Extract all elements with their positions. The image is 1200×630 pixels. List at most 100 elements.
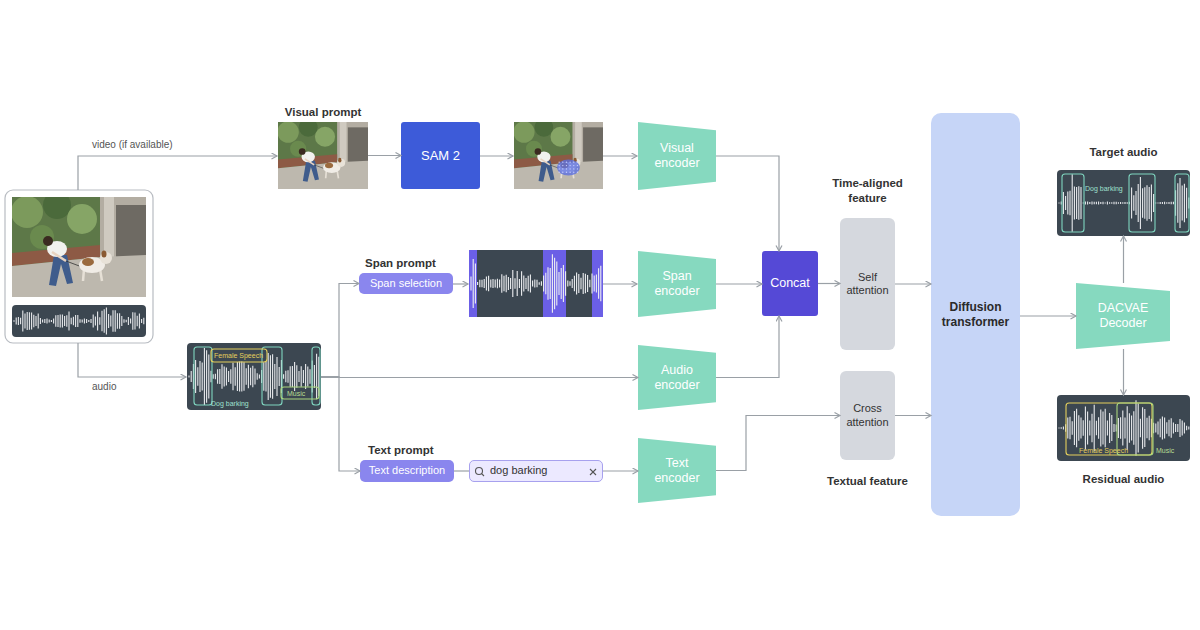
input-waveform-panel [12, 305, 146, 337]
heading-text: Time-aligned feature [825, 176, 910, 206]
mask-dot [559, 165, 560, 166]
prompt-pill: Text promptText description [360, 460, 454, 482]
person-head [299, 148, 306, 155]
residual-waveform: Female SpeechMusicResidual audio [1057, 395, 1190, 461]
waveform [1059, 400, 1189, 455]
box-label: DACVAE Decoder [1093, 301, 1153, 331]
connector [368, 155, 401, 156]
connector [1123, 349, 1124, 395]
box-label: Text description [369, 464, 445, 477]
mask-dot [573, 168, 574, 169]
person-head [43, 236, 53, 246]
connector-group [321, 156, 1124, 472]
prompt-pill: Span promptSpan selection [359, 273, 453, 294]
clear-icon [590, 469, 596, 475]
heading-text: Textual feature [795, 475, 940, 487]
segment-box [281, 387, 319, 399]
flow-arrow [603, 155, 637, 156]
video-frame [513, 118, 603, 189]
waveform-panel [1057, 170, 1190, 236]
clear-icon [590, 469, 596, 475]
connector [716, 316, 779, 378]
doorway [116, 205, 146, 259]
segment-box [262, 347, 282, 405]
box-label: Audio encoder [648, 363, 706, 393]
doorway [583, 127, 603, 163]
foliage [67, 204, 97, 234]
person-arm [541, 159, 550, 165]
foliage [514, 122, 603, 189]
heading-text: Residual audio [1037, 473, 1200, 485]
foliage [535, 118, 554, 137]
connector [321, 377, 638, 378]
person-head [535, 148, 542, 155]
foliage [513, 121, 534, 142]
dog-patch [82, 258, 94, 266]
foliage [11, 196, 43, 228]
transformer-block: Diffusion transformer [931, 113, 1020, 516]
concat-box: Concat [762, 251, 818, 316]
mask-dot [559, 168, 560, 169]
node-shape [1057, 170, 1190, 236]
flow-arrow [480, 155, 513, 156]
illustration-group [11, 118, 603, 335]
attention-box: Time-aligned featureSelf attention [840, 218, 895, 350]
mask-dot [577, 162, 578, 163]
search-icon [476, 468, 483, 475]
foliage [278, 122, 299, 143]
encoder-shape [638, 251, 716, 317]
dog-patch [325, 163, 333, 168]
box-label: Concat [770, 276, 810, 291]
person-arm [305, 159, 314, 165]
waveform [1059, 174, 1189, 232]
segment-tag: Dog barking [1085, 185, 1123, 192]
segment-tag: Female Speech [1079, 447, 1128, 454]
segment-box [211, 349, 267, 362]
heading-text: Span prompt [365, 257, 436, 269]
connector [895, 415, 931, 416]
flow-arrow [453, 283, 468, 284]
connector [454, 470, 469, 471]
encoder-shape [638, 122, 716, 190]
waveform-panel [187, 343, 321, 410]
pillar [575, 122, 582, 164]
dog-ear [102, 251, 107, 258]
building [572, 122, 603, 164]
connector [895, 283, 931, 284]
doorway [348, 127, 368, 163]
foliage [299, 122, 318, 137]
heading-text: Text prompt [368, 444, 434, 456]
audio-wire [78, 343, 186, 377]
pillar [104, 197, 114, 259]
flow-label: video (if available) [92, 139, 173, 150]
mask-dot [559, 172, 560, 173]
waveform-panel [1057, 395, 1190, 461]
search-icon [482, 474, 484, 476]
encoder-block: Span encoder [638, 251, 716, 317]
segment-tag: Music [287, 390, 305, 397]
segmentation-mask [557, 160, 580, 176]
connector [321, 377, 360, 472]
mask-dot [566, 172, 567, 173]
segment-tag: Music [1156, 447, 1174, 454]
process-box: SAM 2 [401, 122, 480, 189]
node-shape [278, 122, 368, 189]
segment-tag: Female Speech [214, 352, 263, 359]
segment-box [1066, 403, 1152, 455]
span-waveform-panel [469, 250, 603, 317]
segment-tag: Dog barking [211, 400, 249, 407]
encoder-shape [638, 345, 716, 410]
person-jeans [539, 161, 555, 182]
person-jeans [49, 255, 73, 286]
building [337, 122, 368, 164]
mask-dot [573, 172, 574, 173]
mask-dot [562, 165, 563, 166]
waveform [189, 348, 319, 405]
target-waveform: Target audioDog barking [1057, 170, 1190, 236]
mixture-waveform: Female SpeechDog barking Music [187, 343, 321, 410]
dog-ear [338, 158, 341, 163]
search-box: dog barking [469, 460, 603, 482]
